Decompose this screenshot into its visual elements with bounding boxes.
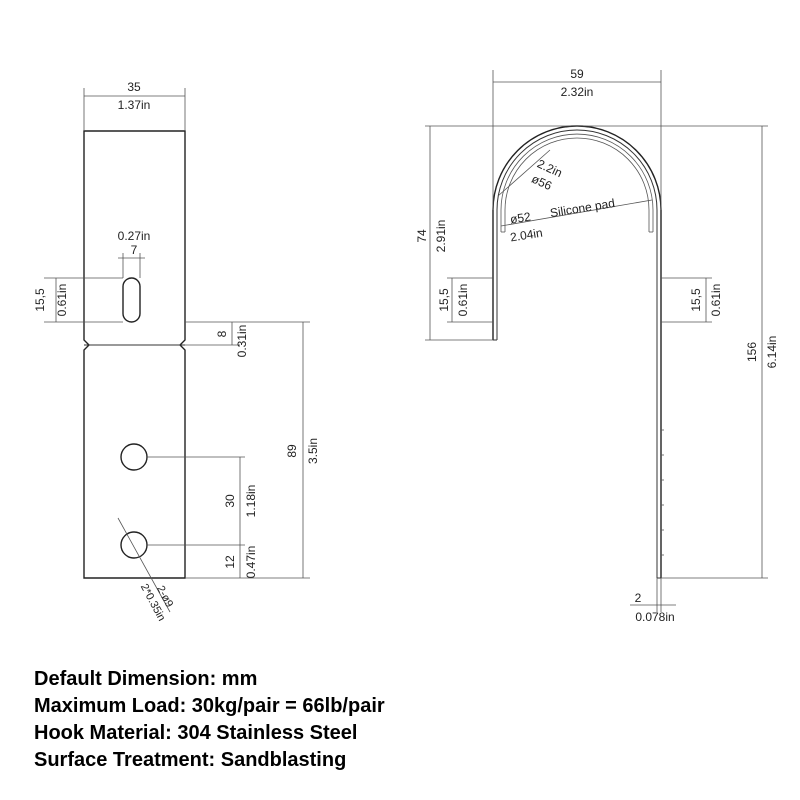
inner-dia-mm: ø52 xyxy=(509,209,532,226)
slot-height-mm: 15,5 xyxy=(33,288,47,312)
bend-in: 0.31in xyxy=(235,325,249,358)
side-left-slot-mm: 15,5 xyxy=(437,288,451,312)
side-height-mm: 74 xyxy=(415,229,429,243)
slot-height-in: 0.61in xyxy=(55,284,69,317)
mounting-slot xyxy=(122,277,141,323)
hook-inner-profile xyxy=(496,129,658,578)
front-width-mm: 35 xyxy=(127,80,141,94)
total-height-in: 6.14in xyxy=(765,336,779,369)
side-width-in: 2.32in xyxy=(561,85,594,99)
lower-mm: 89 xyxy=(285,444,299,458)
side-height-in: 2.91in xyxy=(434,220,448,253)
note-maximum-load: Maximum Load: 30kg/pair = 66lb/pair xyxy=(34,695,385,717)
side-left-slot-in: 0.61in xyxy=(456,284,470,317)
specification-notes: Default Dimension: mm Maximum Load: 30kg… xyxy=(34,666,385,774)
lower-in: 3.5in xyxy=(306,438,320,464)
hole-diameter-leader xyxy=(117,517,171,613)
inner-diameter-leader xyxy=(500,199,653,227)
hole-spacing-mm: 30 xyxy=(223,494,237,508)
hook-outer-profile xyxy=(492,125,662,578)
side-right-slot-in: 0.61in xyxy=(709,284,723,317)
front-width-in: 1.37in xyxy=(118,98,151,112)
hole-spacing-in: 1.18in xyxy=(244,485,258,518)
side-width-mm: 59 xyxy=(570,67,584,81)
note-hook-material: Hook Material: 304 Stainless Steel xyxy=(34,722,358,744)
leg-tick-marks xyxy=(661,429,664,556)
silicone-pad-inner xyxy=(504,137,650,232)
hole-bottom-mm: 12 xyxy=(223,555,237,569)
slot-width-mm: 7 xyxy=(131,243,138,257)
lower-hole xyxy=(120,531,148,559)
note-surface-treatment: Surface Treatment: Sandblasting xyxy=(34,749,347,771)
silicone-pad-label: Silicone pad xyxy=(549,196,616,220)
inner-dia-in: 2.04in xyxy=(509,226,543,245)
hole-bottom-in: 0.47in xyxy=(244,546,258,579)
front-plate-outline xyxy=(83,130,186,579)
silicone-pad-outer xyxy=(500,133,654,232)
thickness-mm: 2 xyxy=(635,591,642,605)
total-height-mm: 156 xyxy=(745,342,759,362)
side-view: 59 2.32in 74 2.91in 2.2in ø56 ø52 Silico… xyxy=(415,67,779,624)
outer-diameter-leader xyxy=(497,149,551,197)
bend-mm: 8 xyxy=(215,330,229,337)
upper-hole xyxy=(120,443,148,471)
side-right-slot-mm: 15,5 xyxy=(689,288,703,312)
note-default-dimension: Default Dimension: mm xyxy=(34,668,258,690)
front-view: 35 1.37in 0.27in 7 15,5 0.61in 8 0.31in … xyxy=(33,80,320,623)
slot-width-in: 0.27in xyxy=(118,229,151,243)
thickness-in: 0.078in xyxy=(635,610,674,624)
